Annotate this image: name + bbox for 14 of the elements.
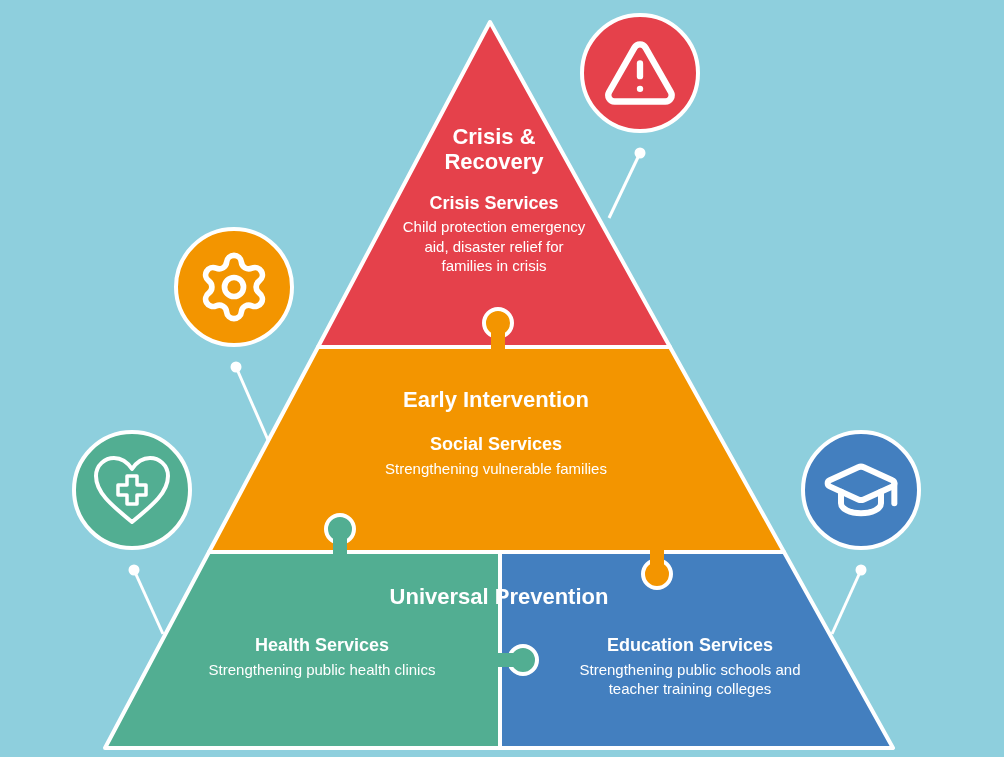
leader-line — [830, 564, 867, 635]
service-heading: Social Services — [429, 434, 563, 456]
service-description: Strengthening public schools and teacher training colleges — [578, 659, 802, 699]
leader-line — [607, 147, 646, 219]
service-heading: Education Services — [606, 635, 774, 657]
service-description: Child protection emergency aid, disaster relief for families in crisis — [401, 217, 587, 276]
tier-heading: Early Intervention — [403, 387, 589, 413]
service-heading: Crisis Services — [429, 192, 559, 215]
leader-line — [230, 361, 270, 441]
leader-line — [128, 564, 165, 635]
tier-heading: Crisis & Recovery — [443, 124, 545, 175]
service-description: Strengthening vulnerable families — [385, 458, 607, 479]
service-description: Strengthening public health clinics — [208, 659, 436, 680]
service-heading: Health Services — [254, 635, 390, 657]
